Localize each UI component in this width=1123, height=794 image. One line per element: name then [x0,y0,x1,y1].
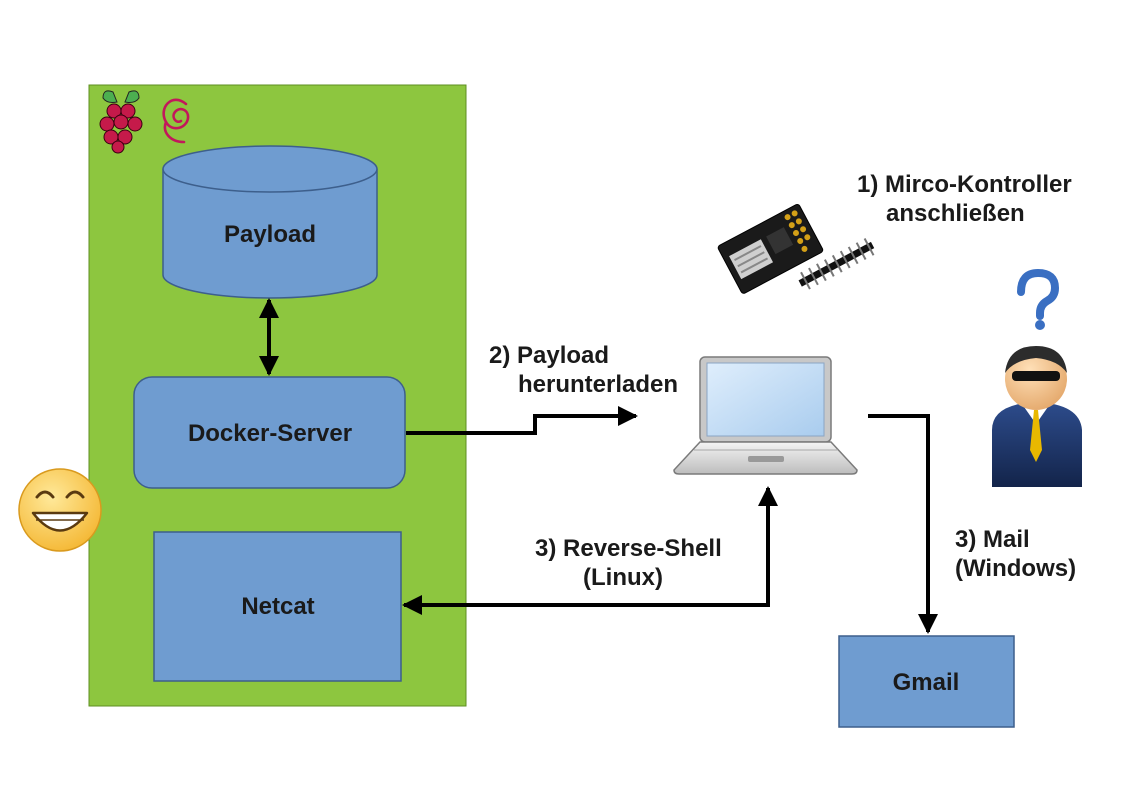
mail-arrow [868,414,938,634]
step3-linux-line1: 3) Reverse-Shell [535,535,722,562]
step1-line1: 1) Mirco-Kontroller [857,171,1072,198]
step1-label: 1) Mirco-Kontroller anschließen [857,171,1078,227]
reverse-shell-arrow [402,486,778,615]
user-icon [992,346,1082,487]
raspberry-pi-icon [99,90,143,154]
gmail-label: Gmail [893,669,960,696]
netcat-label: Netcat [241,593,314,620]
docker-server-node: Docker-Server [133,376,406,489]
laptop-icon [673,356,858,475]
grinning-emoji-icon [18,468,102,552]
download-arrow [406,406,638,435]
payload-label: Payload [224,221,316,248]
question-mark-icon [1017,268,1060,330]
step2-line1: 2) Payload [489,342,609,369]
payload-node: Payload [162,145,378,299]
netcat-node: Netcat [153,531,402,682]
step3-windows-line1: 3) Mail [955,526,1030,553]
step2-line2: herunterladen [518,371,678,398]
step2-label: 2) Payload herunterladen [489,342,678,398]
step1-line2: anschließen [886,200,1025,227]
step3-linux-label: 3) Reverse-Shell (Linux) [535,535,728,591]
microcontroller-icon [717,204,875,294]
step3-windows-line2: (Windows) [955,555,1076,582]
debian-icon [162,98,190,144]
gmail-node: Gmail [838,635,1015,728]
docker-server-label: Docker-Server [188,420,352,447]
step3-windows-label: 3) Mail (Windows) [955,526,1076,582]
step3-linux-line2: (Linux) [583,564,663,591]
